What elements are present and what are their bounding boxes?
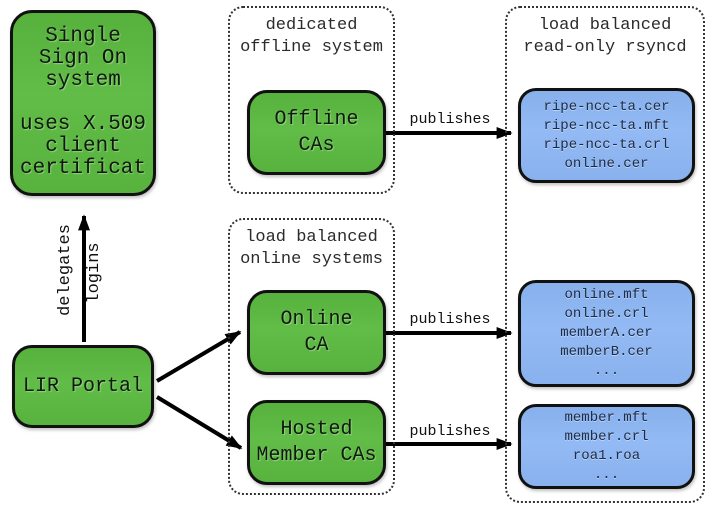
group-label: dedicated offline system bbox=[230, 8, 393, 59]
publishes-edge-label-online: publishes bbox=[409, 311, 491, 328]
repo-file: online.cer bbox=[564, 155, 649, 172]
repo-file: ripe-ncc-ta.crl bbox=[543, 136, 670, 153]
logins-edge-label: logins bbox=[85, 242, 104, 304]
node-label-line: Offline bbox=[274, 107, 359, 131]
dedicated-offline-system-group: dedicated offline system bbox=[228, 6, 395, 194]
repo-file: roa1.roa bbox=[572, 447, 641, 464]
group-label-line: dedicated bbox=[265, 16, 358, 35]
load-balanced-rsyncd-group: load balanced read-only rsyncd bbox=[505, 6, 705, 503]
node-label-line: Online bbox=[280, 307, 353, 331]
member-repository-node: member.mft member.crl roa1.roa ... bbox=[518, 404, 695, 489]
group-label-line: read-only rsyncd bbox=[523, 38, 687, 57]
ta-repository-node: ripe-ncc-ta.cer ripe-ncc-ta.mft ripe-ncc… bbox=[518, 88, 695, 183]
node-label-line: CAs bbox=[298, 133, 335, 157]
repo-file: online.mft bbox=[564, 287, 649, 303]
node-label-line: Member CAs bbox=[256, 443, 377, 467]
sso-text-line: certificat bbox=[19, 157, 147, 180]
lir-portal-label: LIR Portal bbox=[22, 375, 144, 398]
publishes-edge-label-offline: publishes bbox=[409, 111, 491, 128]
group-label: load balanced online systems bbox=[230, 220, 393, 271]
repo-file: ripe-ncc-ta.cer bbox=[543, 98, 670, 115]
delegates-edge-label: delegates bbox=[56, 224, 75, 316]
group-label-line: online systems bbox=[240, 250, 383, 269]
lir-portal-node: LIR Portal bbox=[12, 345, 154, 428]
repo-file: memberA.cer bbox=[560, 325, 653, 341]
online-repository-node: online.mft online.crl memberA.cer member… bbox=[518, 280, 695, 387]
online-ca-node: Online CA bbox=[247, 290, 386, 375]
group-label-line: load balanced bbox=[245, 228, 378, 247]
sso-text-line: Sign On bbox=[38, 47, 128, 70]
node-label-line: CA bbox=[304, 333, 329, 357]
sso-text-line: client bbox=[45, 135, 121, 158]
repo-file: ... bbox=[593, 466, 620, 483]
sso-text-line: system bbox=[45, 69, 121, 92]
single-sign-on-node: Single Sign On system uses X.509 client … bbox=[10, 10, 156, 196]
hosted-member-cas-node: Hosted Member CAs bbox=[247, 400, 386, 485]
repo-file: memberB.cer bbox=[560, 344, 653, 360]
offline-cas-node: Offline CAs bbox=[247, 90, 386, 175]
group-label: load balanced read-only rsyncd bbox=[507, 8, 703, 59]
repo-file: member.crl bbox=[564, 428, 649, 445]
sso-text-line: uses X.509 bbox=[19, 113, 147, 136]
repo-file: ... bbox=[593, 363, 620, 379]
node-label-line: Hosted bbox=[280, 417, 353, 441]
group-label-line: load balanced bbox=[538, 16, 672, 35]
sso-text-line: Single bbox=[45, 25, 121, 48]
load-balanced-online-systems-group: load balanced online systems bbox=[228, 218, 395, 495]
repo-file: ripe-ncc-ta.mft bbox=[543, 117, 670, 134]
repo-file: online.crl bbox=[564, 306, 649, 322]
repo-file: member.mft bbox=[564, 409, 649, 426]
publishes-edge-label-hosted: publishes bbox=[409, 423, 491, 440]
group-label-line: offline system bbox=[240, 38, 383, 57]
